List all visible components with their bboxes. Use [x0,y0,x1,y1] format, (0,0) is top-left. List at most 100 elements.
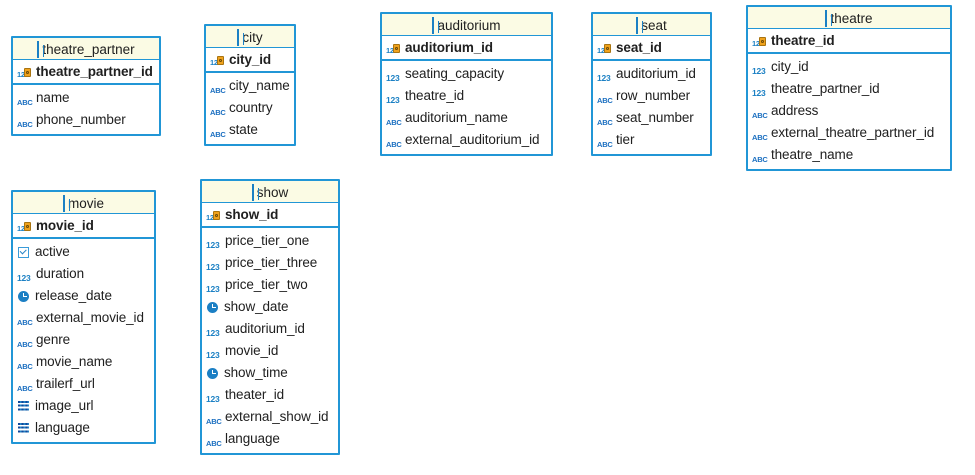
entity-header[interactable]: city [206,26,294,48]
primary-key-label: seat_id [616,40,662,55]
number-icon: 123 [386,94,400,105]
boolean-icon [17,245,32,260]
primary-key-label: auditorium_id [405,40,493,55]
text-icon: ABC [17,383,33,393]
pk-icon: 123 [597,40,613,55]
field-label: movie_name [36,354,113,369]
field-label: city_id [771,59,809,74]
field-label: country [229,100,273,115]
entity-title: seat [641,17,667,33]
field-label: language [225,431,280,446]
text-icon: ABC [210,129,226,139]
table-icon [62,195,65,212]
field-label: theater_id [225,387,285,402]
field-row[interactable]: language [13,417,154,439]
field-label: release_date [35,288,112,303]
field-label: show_date [224,299,289,314]
entity-title: movie [67,195,104,211]
entity-header[interactable]: seat [593,14,710,36]
pk-icon: 123 [17,218,33,233]
entity-header[interactable]: auditorium [382,14,551,36]
field-label: external_theatre_partner_id [771,125,935,140]
number-icon: 123 [17,272,31,283]
field-label: tier [616,132,635,147]
text-icon: ABC [752,110,768,120]
text-icon: ABC [17,97,33,107]
text-icon: ABC [752,154,768,164]
entity-header[interactable]: show [202,181,338,203]
field-label: auditorium_name [405,110,508,125]
field-row[interactable]: image_url [13,395,154,417]
entity-header[interactable]: movie [13,192,154,214]
field-label: image_url [35,398,94,413]
text-icon: ABC [752,132,768,142]
table-icon [251,184,254,201]
field-label: name [36,90,70,105]
entity-title: auditorium [437,17,501,33]
field-row[interactable]: release_date [13,285,154,307]
text-icon: ABC [17,361,33,371]
field-row[interactable]: show_date [202,296,338,318]
field-label: theatre_partner_id [771,81,880,96]
entity-header[interactable]: theatre_partner [13,38,159,60]
entity-header[interactable]: theatre [748,7,950,29]
number-icon: 123 [206,261,220,272]
table-icon [636,17,639,34]
text-icon: ABC [210,107,226,117]
field-row[interactable]: active [13,241,154,263]
text-icon: ABC [206,438,222,448]
field-label: state [229,122,258,137]
field-row[interactable]: show_time [202,362,338,384]
field-label: trailerf_url [36,376,95,391]
